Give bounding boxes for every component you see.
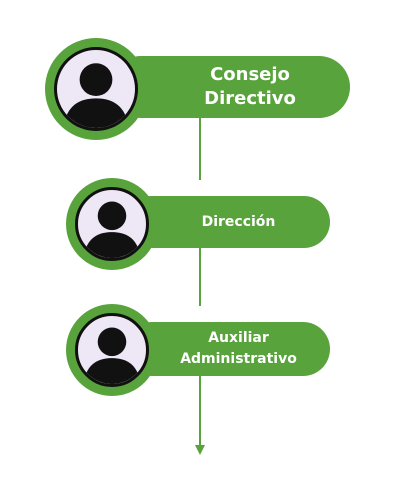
node-consejo-directivo-avatar — [45, 38, 147, 140]
connector-line-2 — [199, 248, 201, 306]
arrow-down-icon — [195, 445, 205, 455]
node-auxiliar-administrativo-avatar — [66, 304, 158, 396]
person-avatar-icon — [54, 47, 138, 131]
person-avatar-icon — [75, 313, 149, 387]
node-auxiliar-administrativo-label: Auxiliar Administrativo — [125, 322, 330, 376]
node-direccion-avatar — [66, 178, 158, 270]
node-direccion-label: Dirección — [125, 196, 330, 248]
connector-line-1 — [199, 118, 201, 180]
node-consejo-directivo-label: Consejo Directivo — [110, 56, 350, 118]
person-avatar-icon — [75, 187, 149, 261]
connector-line-3 — [199, 376, 201, 446]
